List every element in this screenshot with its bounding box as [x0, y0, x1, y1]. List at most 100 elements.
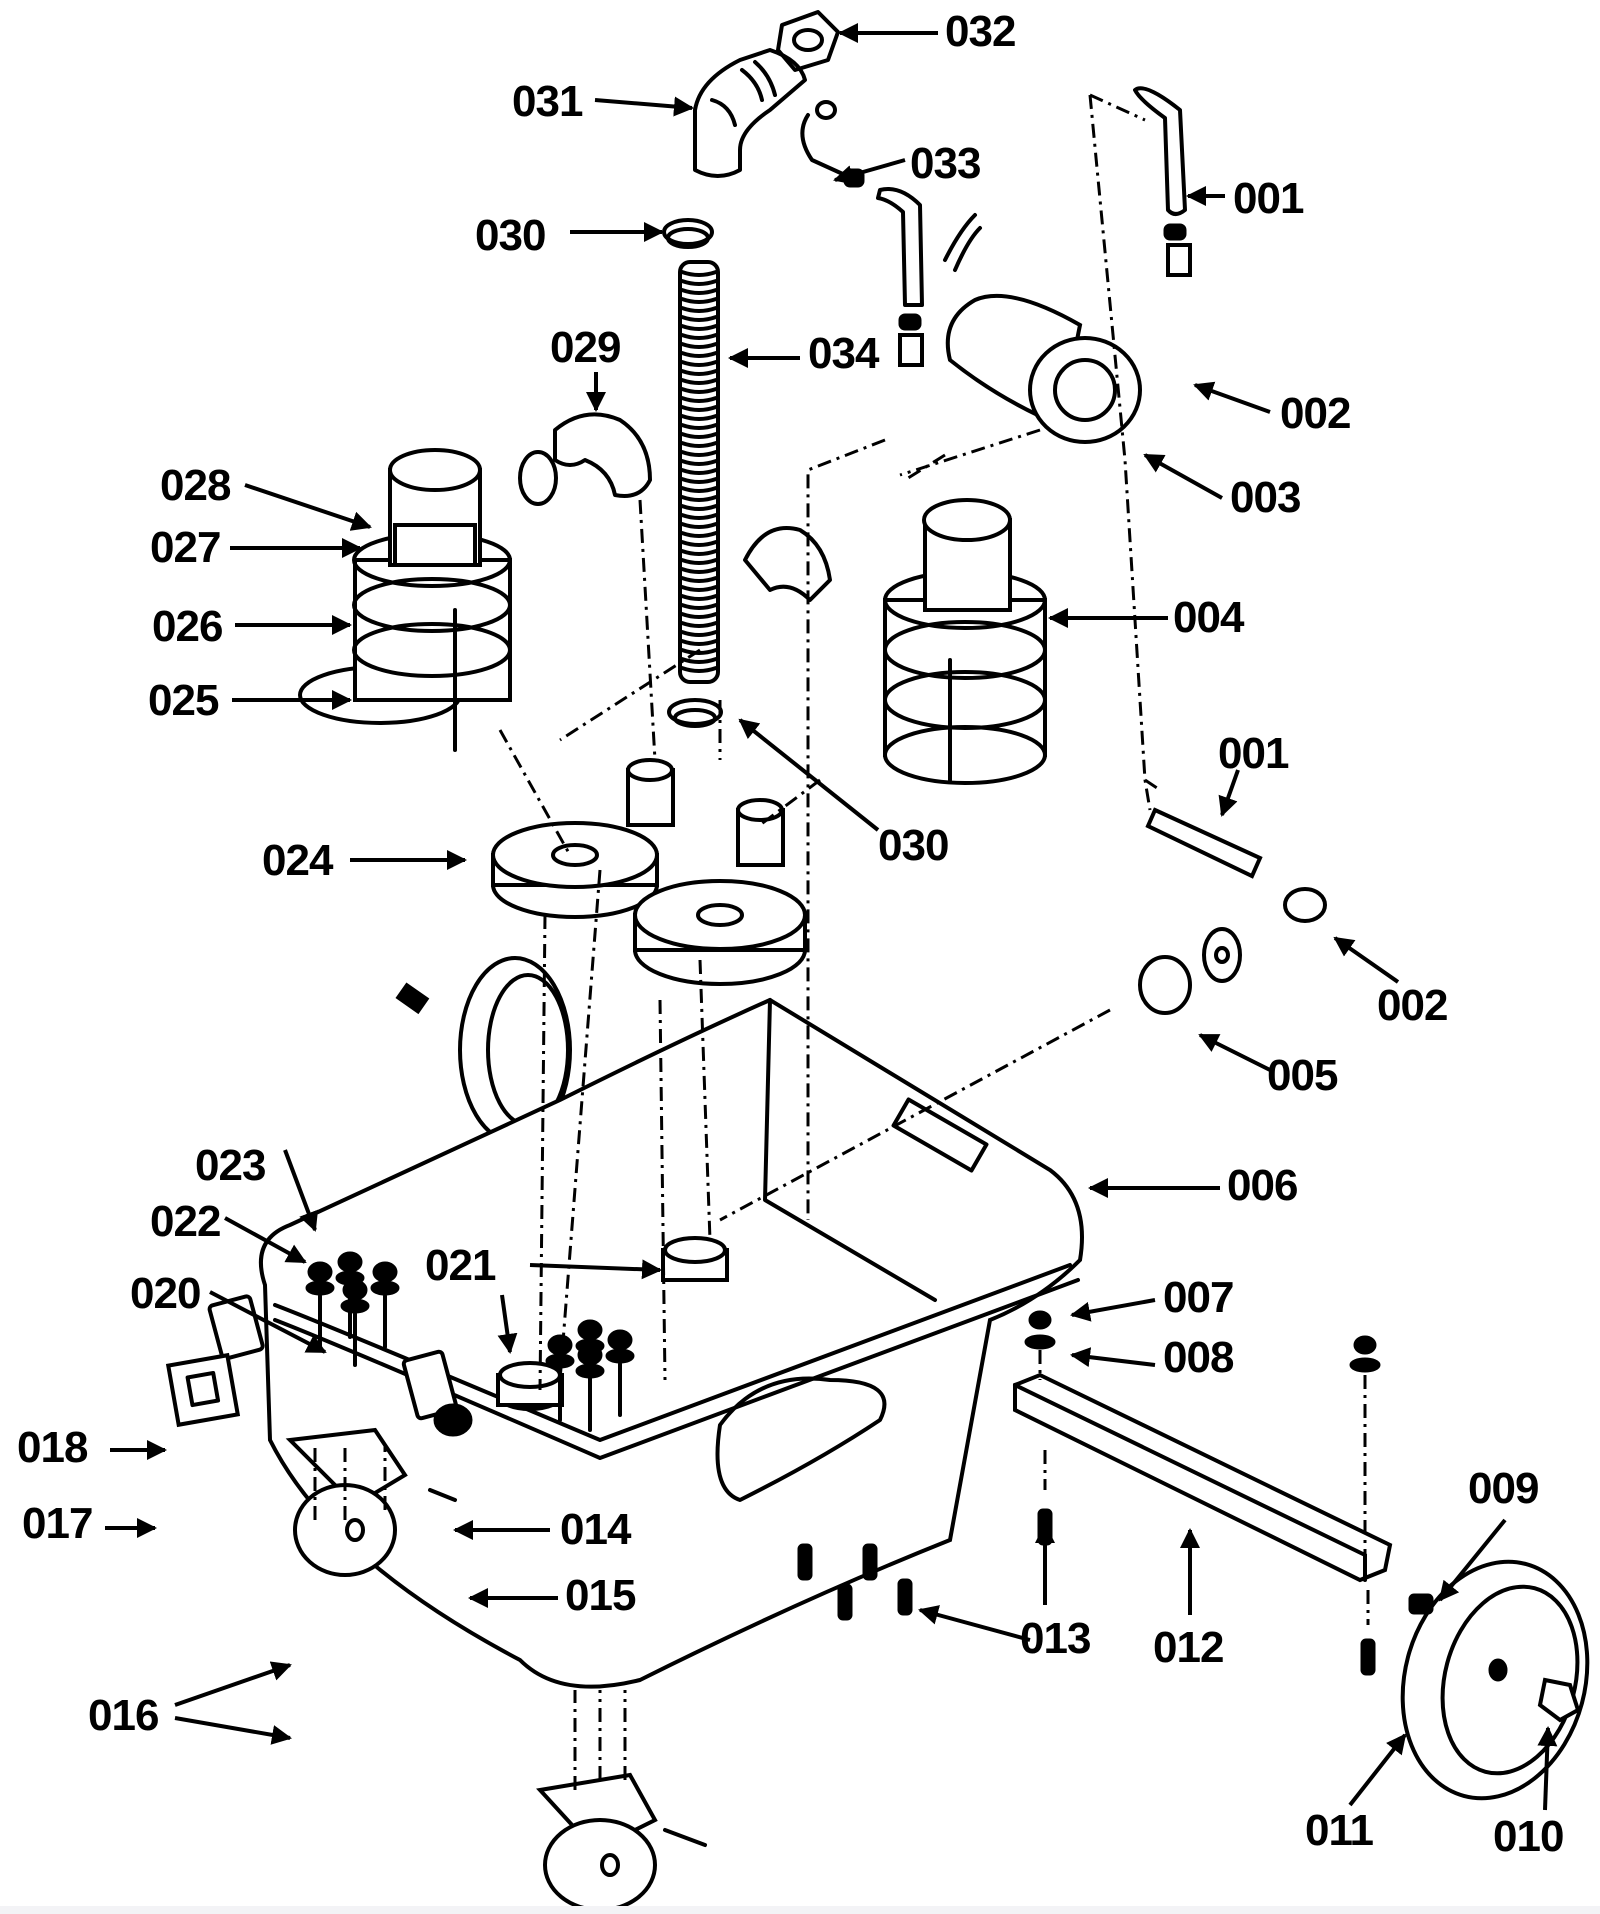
- callout-label-021: 021: [425, 1241, 496, 1290]
- tube-lower-part: [1145, 807, 1327, 923]
- callout-label-011: 011: [1305, 1806, 1374, 1855]
- callout-label-003: 003: [1230, 473, 1300, 522]
- hose-corrugation: [680, 324, 718, 331]
- hose-corrugation: [680, 360, 718, 367]
- bolt: [862, 1543, 878, 1581]
- assembly-guide-lines: [313, 93, 1370, 1790]
- callout-label-018: 018: [17, 1423, 88, 1472]
- callout-label-016: 016: [88, 1691, 158, 1740]
- callout-label-004: 004: [1173, 593, 1245, 642]
- hose-corrugation: [680, 639, 718, 646]
- hose-corrugation: [680, 396, 718, 403]
- hose-corrugation: [680, 414, 718, 421]
- hose-corrugation: [680, 441, 718, 448]
- leader-arrow-021: [529, 1259, 662, 1280]
- leader-arrow-028: [244, 483, 372, 531]
- grommet: [307, 1261, 333, 1283]
- grommet: [547, 1334, 573, 1356]
- callout-label-026: 026: [152, 602, 222, 651]
- hose-corrugation: [680, 468, 718, 475]
- leader-arrow-013: [918, 1605, 1031, 1642]
- switch-plate-parts: [165, 1294, 473, 1437]
- hose-corrugation: [680, 621, 718, 628]
- leader-arrow-022: [224, 1216, 307, 1264]
- motor-mount-plate-left-part: [491, 758, 675, 919]
- motor-mount-plate-right-part: [633, 798, 807, 986]
- hose-corrugation: [680, 549, 718, 556]
- leader-arrow-030b: [738, 718, 880, 832]
- hose-corrugation: [680, 513, 718, 520]
- bolt: [837, 1583, 853, 1621]
- callout-label-005: 005: [1267, 1051, 1338, 1100]
- axle-bar-part: [1013, 1372, 1393, 1583]
- hose-elbow-part: [693, 48, 807, 178]
- hose-corrugation: [680, 378, 718, 385]
- hose-corrugations: [680, 270, 718, 673]
- hose-corrugation: [680, 432, 718, 439]
- hose-corrugation: [680, 351, 718, 358]
- grommet: [372, 1261, 398, 1283]
- tube-top-part: [1133, 86, 1192, 277]
- hose-corrugation: [680, 270, 718, 277]
- callout-label-020: 020: [130, 1269, 200, 1318]
- leader-arrow-021b: [497, 1294, 518, 1354]
- leader-arrow-031: [594, 96, 694, 117]
- callout-label-030: 030: [475, 211, 545, 260]
- grommet: [607, 1329, 633, 1351]
- bushing-part: [1138, 927, 1242, 1015]
- hose-corrugation: [680, 567, 718, 574]
- hose-corrugation: [680, 315, 718, 322]
- footer-bar: [0, 1906, 1600, 1914]
- callout-label-031: 031: [512, 77, 583, 126]
- callout-label-002b: 002: [1377, 981, 1447, 1030]
- leader-arrow-033: [833, 158, 906, 185]
- callout-label-001b: 001: [1218, 729, 1289, 778]
- hose-corrugation: [680, 630, 718, 637]
- callout-label-014: 014: [560, 1505, 632, 1554]
- leader-arrow-011: [1348, 1733, 1407, 1807]
- corrugated-hose-part: [678, 260, 720, 684]
- callout-label-033: 033: [910, 139, 980, 188]
- hose-corrugation: [680, 531, 718, 538]
- hose-corrugation: [680, 522, 718, 529]
- washer: [575, 1363, 605, 1379]
- hex-nut-part: [776, 10, 840, 72]
- callout-label-017: 017: [22, 1499, 92, 1548]
- hose-corrugation: [680, 387, 718, 394]
- hose-corrugation: [680, 288, 718, 295]
- hose-corrugation: [680, 612, 718, 619]
- recovery-tank-base-part: [258, 997, 1084, 1689]
- leader-arrow-001b: [1218, 769, 1240, 817]
- hose-corrugation: [680, 333, 718, 340]
- hose-corrugation: [680, 576, 718, 583]
- callout-label-015: 015: [565, 1571, 636, 1620]
- caster-right-part: [536, 1772, 707, 1912]
- hose-corrugation: [680, 477, 718, 484]
- bolt: [897, 1578, 913, 1616]
- callout-label-002: 002: [1280, 389, 1350, 438]
- hose-corrugation: [680, 306, 718, 313]
- callout-label-027: 027: [150, 523, 220, 572]
- callout-label-008: 008: [1163, 1333, 1234, 1382]
- hose-corrugation: [680, 603, 718, 610]
- washer: [370, 1280, 400, 1296]
- grommet: [577, 1344, 603, 1366]
- hose-corrugation: [680, 423, 718, 430]
- washer: [340, 1298, 370, 1314]
- callout-label-034: 034: [808, 329, 880, 378]
- leader-arrow-005: [1198, 1033, 1271, 1072]
- grommet-stacks: [305, 1251, 635, 1432]
- leader-arrow-009: [1438, 1518, 1507, 1602]
- hose-clamp-lower-part: [667, 698, 723, 728]
- small-hose-elbow-part: [518, 412, 652, 506]
- grommet: [337, 1251, 363, 1273]
- hose-corrugation: [680, 450, 718, 457]
- hose-corrugation: [680, 342, 718, 349]
- axle-nut-washer-part: [1024, 1310, 1381, 1373]
- bolt: [1360, 1638, 1376, 1676]
- leader-arrow-002b: [1333, 936, 1400, 984]
- hose-corrugation: [680, 585, 718, 592]
- callout-label-009: 009: [1468, 1464, 1538, 1513]
